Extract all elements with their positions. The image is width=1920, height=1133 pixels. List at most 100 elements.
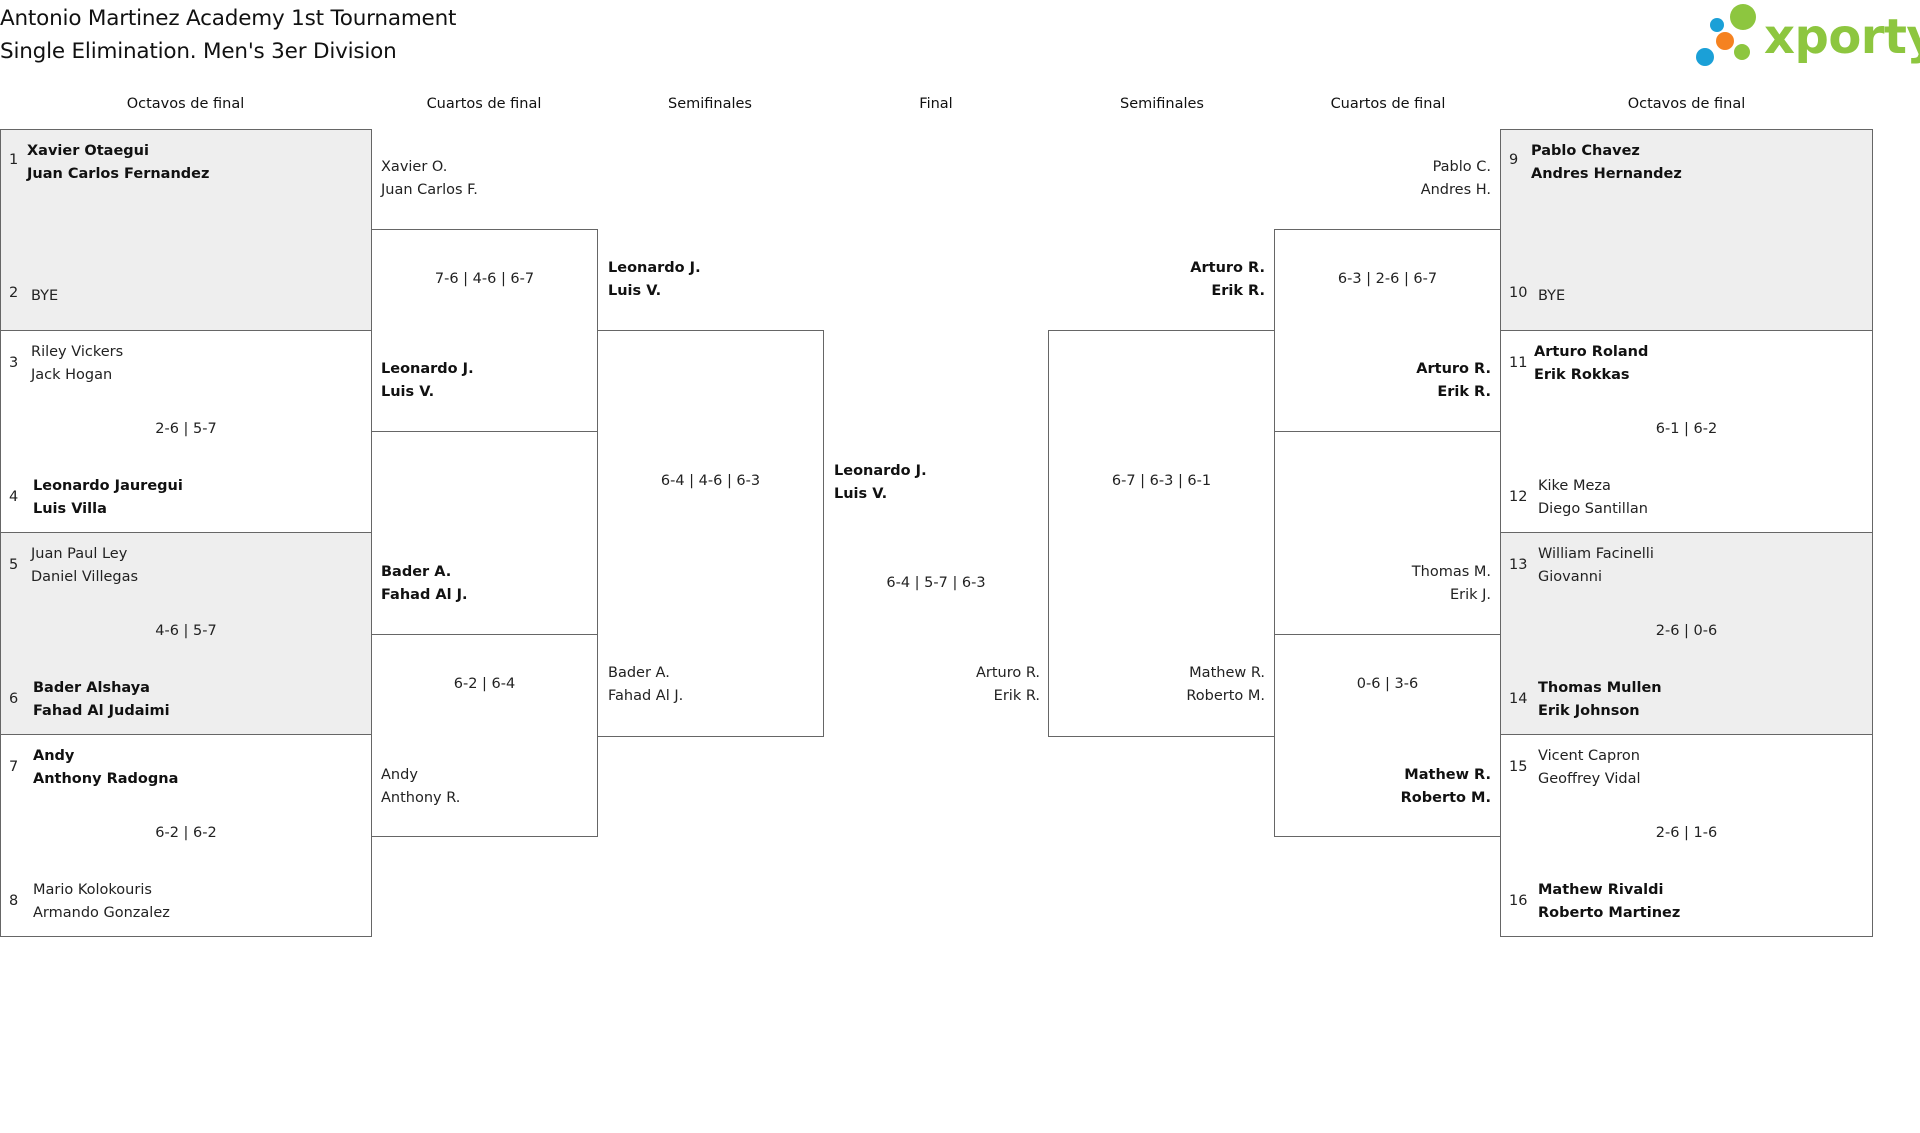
sf-team-player-2: Fahad Al J. — [608, 688, 684, 704]
seed-number: 11 — [1509, 355, 1528, 371]
seed-number: 8 — [9, 893, 19, 909]
match-box-r16-l1 — [0, 129, 372, 331]
team-5-player-2: Daniel Villegas — [31, 569, 139, 585]
match-score: 6-1 | 6-2 — [1655, 421, 1718, 437]
match-score: 6-7 | 6-3 | 6-1 — [1111, 473, 1212, 489]
match-score: 2-6 | 5-7 — [155, 421, 217, 437]
team-11-player-2: Erik Rokkas — [1534, 367, 1630, 383]
team-6-player-2: Fahad Al Judaimi — [33, 703, 170, 719]
logo-dot-green-large — [1730, 4, 1756, 30]
match-score: 2-6 | 1-6 — [1655, 825, 1718, 841]
team-1-player-1: Xavier Otaegui — [27, 143, 149, 159]
sf-team-player-2: Luis V. — [608, 283, 662, 299]
title-line-1: Antonio Martinez Academy 1st Tournament — [0, 6, 457, 31]
round-header-r16-left: Octavos de final — [126, 96, 245, 112]
seed-number: 13 — [1509, 557, 1528, 573]
team-4-player-2: Luis Villa — [33, 501, 107, 517]
round-header-r16-right: Octavos de final — [1627, 96, 1746, 112]
team-9-player-1: Pablo Chavez — [1531, 143, 1640, 159]
match-box-sf-right — [1048, 330, 1275, 737]
seed-number: 3 — [9, 355, 19, 371]
team-8-player-2: Armando Gonzalez — [33, 905, 170, 921]
match-box-sf-left — [597, 330, 824, 737]
match-score: 0-6 | 3-6 — [1356, 676, 1419, 692]
seed-number: 9 — [1509, 152, 1519, 168]
title-line-2: Single Elimination. Men's 3er Division — [0, 39, 397, 64]
logo-dot-green-small — [1734, 44, 1750, 60]
xporty-dots-logo — [1696, 4, 1762, 66]
match-score: 6-2 | 6-2 — [155, 825, 217, 841]
qf-team-player-2: Anthony R. — [381, 790, 461, 806]
team-16-player-1: Mathew Rivaldi — [1538, 882, 1664, 898]
qf-team-player-2: Roberto M. — [1400, 790, 1491, 806]
match-score: 6-4 | 4-6 | 6-3 — [660, 473, 761, 489]
qf-team-player-2: Erik J. — [1449, 587, 1491, 603]
qf-team-player-1: Bader A. — [381, 564, 452, 580]
team-3-player-1: Riley Vickers — [31, 344, 124, 360]
seed-number: 4 — [9, 489, 19, 505]
match-score: 2-6 | 0-6 — [1655, 623, 1718, 639]
match-score: 6-3 | 2-6 | 6-7 — [1337, 271, 1438, 287]
match-score: 6-2 | 6-4 — [453, 676, 516, 692]
team-14-player-1: Thomas Mullen — [1538, 680, 1662, 696]
seed-number: 15 — [1509, 759, 1528, 775]
final-team-player-1: Leonardo J. — [834, 463, 927, 479]
logo-dot-orange — [1716, 32, 1734, 50]
seed-number: 12 — [1509, 489, 1528, 505]
seed-number: 7 — [9, 759, 19, 775]
team-7-player-2: Anthony Radogna — [33, 771, 179, 787]
match-box-r16-r1 — [1500, 129, 1873, 331]
team-8-player-1: Mario Kolokouris — [33, 882, 152, 898]
team-12-player-2: Diego Santillan — [1538, 501, 1648, 517]
round-header-qf-right: Cuartos de final — [1330, 96, 1446, 112]
qf-team-player-2: Juan Carlos F. — [381, 182, 478, 198]
final-team-player-1: Arturo R. — [975, 665, 1040, 681]
team-1-player-2: Juan Carlos Fernandez — [27, 166, 210, 182]
sf-team-player-1: Mathew R. — [1189, 665, 1265, 681]
seed-number: 1 — [9, 152, 19, 168]
sf-team-player-2: Erik R. — [1211, 283, 1265, 299]
team-13-player-2: Giovanni — [1538, 569, 1603, 585]
qf-team-player-2: Luis V. — [381, 384, 435, 400]
team-9-player-2: Andres Hernandez — [1531, 166, 1682, 182]
team-4-player-1: Leonardo Jauregui — [33, 478, 183, 494]
team-7-player-1: Andy — [33, 748, 75, 764]
team-11-player-1: Arturo Roland — [1534, 344, 1649, 360]
team-15-player-1: Vicent Capron — [1538, 748, 1640, 764]
logo-dot-blue-small — [1710, 18, 1724, 32]
qf-team-player-2: Erik R. — [1437, 384, 1491, 400]
sf-team-player-1: Bader A. — [608, 665, 670, 681]
match-box-r16-r4 — [1500, 734, 1873, 937]
final-score: 6-4 | 5-7 | 6-3 — [886, 575, 986, 591]
team-12-player-1: Kike Meza — [1538, 478, 1611, 494]
match-score: 4-6 | 5-7 — [155, 623, 217, 639]
round-header-final: Final — [919, 96, 953, 112]
seed-number: 14 — [1509, 691, 1528, 707]
team-15-player-2: Geoffrey Vidal — [1538, 771, 1641, 787]
tournament-title: Antonio Martinez Academy 1st Tournament … — [0, 2, 456, 68]
team-6-player-1: Bader Alshaya — [33, 680, 150, 696]
team-14-player-2: Erik Johnson — [1538, 703, 1640, 719]
team-3-player-2: Jack Hogan — [31, 367, 113, 383]
round-header-qf-left: Cuartos de final — [426, 96, 542, 112]
qf-team-player-2: Andres H. — [1420, 182, 1491, 198]
qf-team-player-1: Xavier O. — [381, 159, 448, 175]
seed-number: 6 — [9, 691, 19, 707]
team-10-player-1: BYE — [1538, 288, 1566, 304]
qf-team-player-1: Pablo C. — [1432, 159, 1491, 175]
team-2-player-1: BYE — [31, 288, 59, 304]
team-13-player-1: William Facinelli — [1538, 546, 1654, 562]
final-team-player-2: Luis V. — [834, 486, 888, 502]
sf-team-player-2: Roberto M. — [1186, 688, 1265, 704]
seed-number: 16 — [1509, 893, 1528, 909]
round-header-sf-left: Semifinales — [668, 96, 752, 112]
qf-team-player-1: Leonardo J. — [381, 361, 474, 377]
match-box-r16-l3 — [0, 532, 372, 735]
seed-number: 2 — [9, 285, 19, 301]
qf-team-player-1: Andy — [381, 767, 418, 783]
qf-team-player-1: Arturo R. — [1416, 361, 1491, 377]
sf-team-player-1: Arturo R. — [1190, 260, 1265, 276]
match-score: 7-6 | 4-6 | 6-7 — [434, 271, 535, 287]
qf-team-player-1: Mathew R. — [1404, 767, 1491, 783]
qf-team-player-2: Fahad Al J. — [381, 587, 468, 603]
